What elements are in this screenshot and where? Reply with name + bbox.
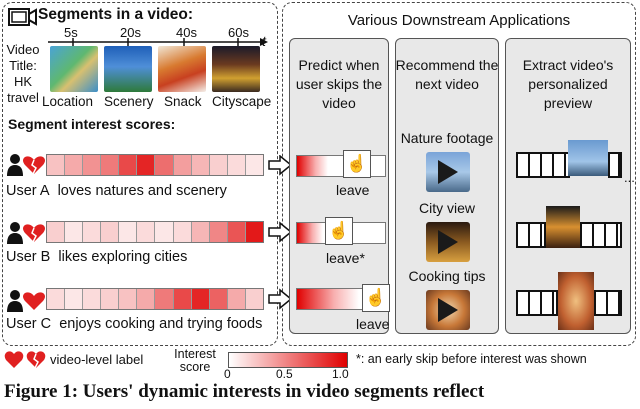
film-strip [516, 290, 558, 316]
film-strip [580, 222, 622, 248]
interest-legend-title: Interest score [166, 348, 224, 374]
user-c-label: User C enjoys cooking and trying foods [6, 316, 262, 332]
interest-cell [47, 155, 65, 175]
interest-cell [210, 289, 228, 309]
interest-cell [174, 222, 192, 242]
city-preview-image [546, 206, 580, 248]
rec-label: Cooking tips [395, 268, 499, 284]
interest-cell [192, 222, 210, 242]
figure-caption: Figure 1: Users' dynamic interests in vi… [4, 381, 484, 403]
interest-cell [137, 155, 155, 175]
skip-hand-icon: ☝ [325, 217, 353, 245]
scenery-thumbnail [104, 46, 152, 92]
interest-cell [246, 222, 263, 242]
cityscape-thumbnail [212, 46, 260, 92]
interest-cell [155, 222, 173, 242]
interest-cell [174, 155, 192, 175]
colorbar-tick: 0 [224, 367, 231, 381]
interest-cell [65, 155, 83, 175]
segment-label: Location [42, 94, 93, 109]
user-c-interest-bar [46, 288, 264, 310]
interest-cell [246, 289, 263, 309]
interest-cell [119, 155, 137, 175]
interest-cell [174, 289, 192, 309]
interest-cell [47, 289, 65, 309]
skip-hand-icon: ☝ [362, 284, 390, 312]
interest-cell [119, 222, 137, 242]
segment-label: Snack [164, 94, 202, 109]
film-strip [516, 222, 546, 248]
video-level-heart-icon [4, 350, 50, 370]
interest-cell [155, 155, 173, 175]
location-thumbnail [50, 46, 98, 92]
video-title: Video Title: HK travel [6, 42, 40, 106]
rec-label: Nature footage [395, 130, 499, 146]
film-icon [8, 6, 38, 28]
more-ellipsis: ... [624, 170, 635, 185]
preview-title: Extract video's personalized preview [505, 56, 631, 113]
scores-title: Segment interest scores: [8, 116, 175, 132]
recommend-title: Recommend the next video [395, 56, 499, 94]
interest-cell [246, 155, 263, 175]
user-b-label: User B likes exploring cities [6, 249, 187, 265]
interest-cell [83, 155, 101, 175]
interest-cell [210, 222, 228, 242]
interest-cell [65, 222, 83, 242]
film-strip [516, 152, 570, 178]
interest-cell [155, 289, 173, 309]
colorbar-tick: 0.5 [276, 367, 293, 381]
interest-cell [47, 222, 65, 242]
skip-prediction-title: Predict when user skips the video [289, 56, 389, 113]
segment-label: Scenery [104, 94, 154, 109]
interest-cell [83, 289, 101, 309]
segment-label: Cityscape [212, 94, 271, 109]
leave-label: leave [356, 316, 389, 332]
nature-preview-image [568, 140, 608, 176]
skip-note: *: an early skip before interest was sho… [356, 352, 587, 366]
user-a-icon [6, 152, 46, 178]
interest-cell [101, 155, 119, 175]
interest-cell [101, 222, 119, 242]
snack-thumbnail [158, 46, 206, 92]
cooking-video-thumbnail[interactable] [426, 290, 470, 330]
interest-cell [137, 289, 155, 309]
cooking-preview-image [558, 272, 594, 330]
user-a-interest-bar [46, 154, 264, 176]
user-a-label: User A loves natures and scenery [6, 183, 227, 199]
interest-cell [101, 289, 119, 309]
interest-cell [119, 289, 137, 309]
interest-cell [228, 155, 246, 175]
skip-hand-icon: ☝ [343, 150, 371, 178]
interest-cell [83, 222, 101, 242]
user-b-icon [6, 220, 46, 246]
segments-title: Segments in a video: [38, 6, 193, 24]
skip-bar-a [296, 155, 386, 177]
interest-colorbar [228, 352, 348, 368]
city-video-thumbnail[interactable] [426, 222, 470, 262]
interest-cell [228, 289, 246, 309]
rec-label: City view [395, 200, 499, 216]
film-strip [594, 290, 622, 316]
interest-cell [228, 222, 246, 242]
user-b-interest-bar [46, 221, 264, 243]
film-strip [608, 152, 622, 178]
colorbar-tick: 1.0 [332, 367, 349, 381]
interest-cell [192, 155, 210, 175]
leave-label: leave* [326, 250, 365, 266]
user-c-icon [6, 288, 46, 314]
interest-cell [210, 155, 228, 175]
interest-cell [65, 289, 83, 309]
applications-title: Various Downstream Applications [282, 12, 636, 29]
interest-cell [137, 222, 155, 242]
interest-cell [192, 289, 210, 309]
video-level-label: video-level label [50, 352, 143, 367]
nature-video-thumbnail[interactable] [426, 152, 470, 192]
leave-label: leave [336, 182, 369, 198]
